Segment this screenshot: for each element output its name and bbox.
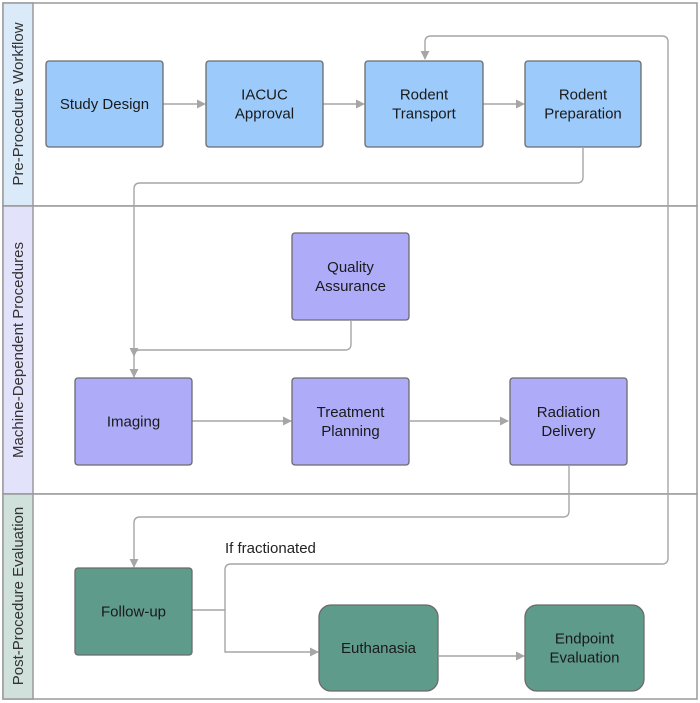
connectors (129, 35, 669, 661)
node-label-study-design: Study Design (60, 96, 149, 113)
node-label-followup: Follow-up (101, 604, 166, 621)
node-label-qa: Quality (327, 259, 374, 276)
node-label-transport: Rodent (400, 87, 449, 104)
lane-title-pre-procedure: Pre-Procedure Workflow (10, 22, 27, 185)
node-box-delivery (509, 377, 628, 466)
lane-header-pre-procedure (2, 2, 34, 207)
node-euthanasia: Euthanasia (318, 604, 439, 692)
node-box-qa (291, 232, 410, 321)
node-label-delivery: Delivery (541, 423, 596, 440)
lane-title-post-procedure: Post-Procedure Evaluation (10, 507, 27, 685)
node-label-imaging: Imaging (107, 414, 160, 431)
edge-fractionated-loop (224, 35, 669, 610)
node-label-transport: Transport (392, 106, 456, 123)
node-box-endpoint (524, 604, 645, 692)
node-box-study-design (45, 60, 164, 148)
node-box-iacuc (205, 60, 324, 148)
node-box-imaging (74, 377, 193, 466)
node-box-euthanasia (318, 604, 439, 692)
edge-qa-to-imaging (129, 321, 352, 357)
node-label-preparation: Rodent (559, 87, 608, 104)
node-label-euthanasia: Euthanasia (341, 640, 417, 657)
node-label-planning: Planning (321, 423, 379, 440)
node-label-iacuc: Approval (235, 106, 294, 123)
node-label-preparation: Preparation (544, 106, 622, 123)
lane-header-post-procedure (2, 493, 34, 700)
node-box-transport (364, 60, 484, 148)
node-box-preparation (524, 60, 642, 148)
node-label-endpoint: Endpoint (555, 631, 615, 648)
lane-title-machine-dependent: Machine-Dependent Procedures (10, 242, 27, 458)
node-followup: Follow-up (74, 567, 193, 656)
edge-preparation-to-imaging (129, 148, 584, 378)
lane-header-machine-dependent (2, 205, 34, 495)
node-label-planning: Treatment (317, 404, 386, 421)
node-box-planning (291, 377, 410, 466)
node-box-followup (74, 567, 193, 656)
edge-followup-to-euthanasia (192, 609, 319, 657)
workflow-nodes: Study Design IACUC Approval RodentTransport… (45, 60, 645, 692)
edge-label-fractionated: If fractionated (225, 540, 316, 557)
node-label-qa: Assurance (315, 278, 386, 295)
node-study-design: Study Design (45, 60, 164, 148)
edge-delivery-to-followup (129, 466, 570, 568)
node-label-endpoint: Evaluation (549, 650, 619, 667)
node-label-iacuc: IACUC (241, 87, 288, 104)
node-label-delivery: Radiation (537, 404, 600, 421)
node-imaging: Imaging (74, 377, 193, 466)
node-iacuc: IACUC Approval (205, 60, 324, 148)
